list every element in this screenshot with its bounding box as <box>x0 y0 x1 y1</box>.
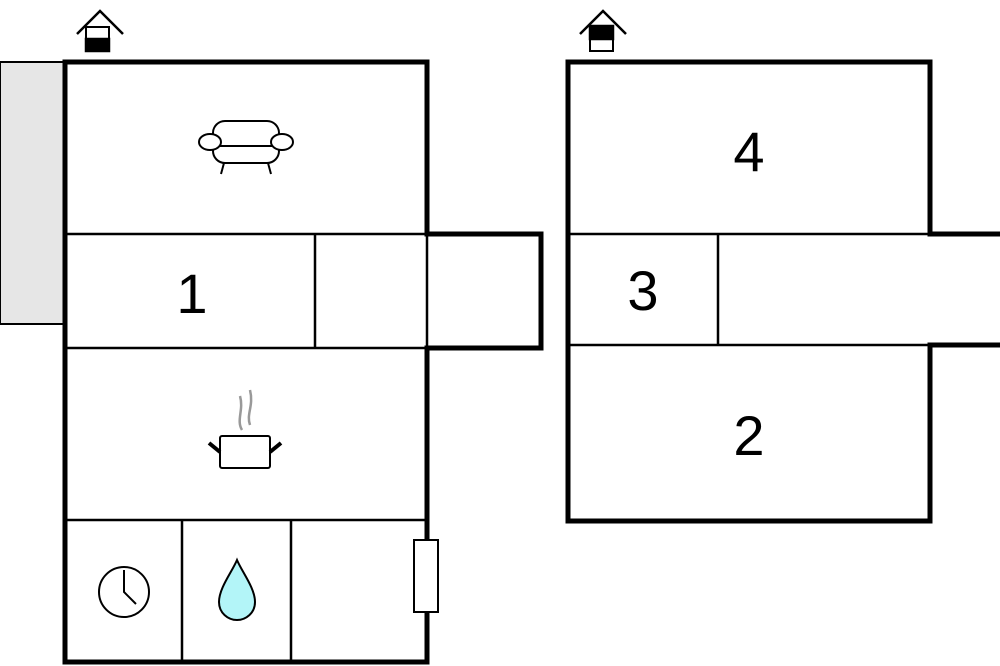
window <box>413 539 439 613</box>
first-floor-plan <box>565 59 1000 524</box>
room-label-4: 4 <box>733 120 764 183</box>
room-label-3: 3 <box>627 259 658 322</box>
first-floor-outer-wall <box>565 59 1000 524</box>
house-upper-floor-icon <box>579 9 627 52</box>
sofa-icon <box>198 120 294 175</box>
room-label-1: 1 <box>176 262 207 325</box>
room-label-2: 2 <box>733 404 764 467</box>
ground-floor-plan <box>62 59 544 665</box>
water-drop-icon <box>217 557 257 622</box>
cooking-pot-icon <box>207 389 283 469</box>
terrace-area <box>0 61 66 325</box>
house-ground-floor-icon <box>76 9 124 53</box>
ground-floor-outer-wall <box>62 59 544 665</box>
clock-icon <box>98 566 150 618</box>
